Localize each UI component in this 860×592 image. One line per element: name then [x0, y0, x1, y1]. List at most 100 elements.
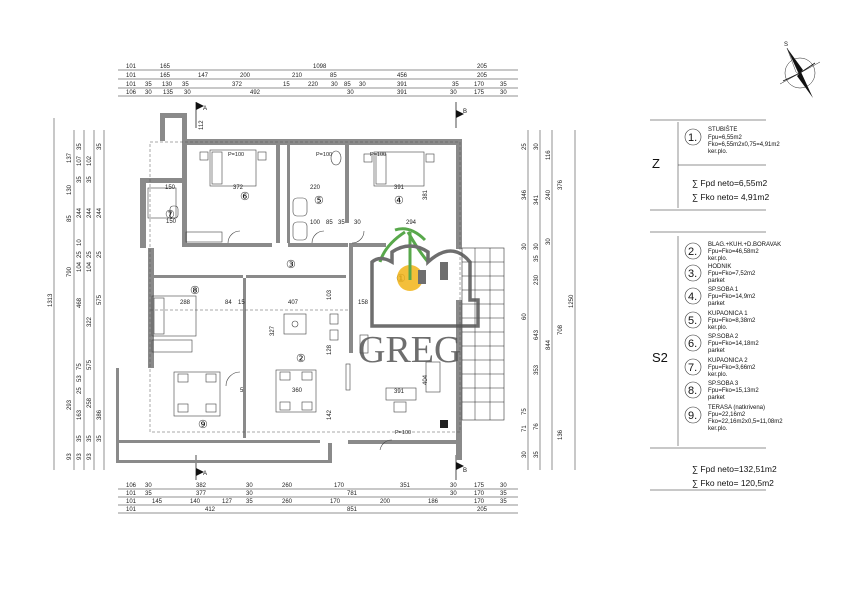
plan-dim: P=100 [395, 430, 411, 436]
left-dim: 468 [77, 297, 83, 308]
left-dim: 25 [97, 251, 103, 258]
top-dim: 492 [250, 90, 261, 96]
bed-icon [151, 295, 197, 337]
plan-dim: 288 [180, 300, 191, 306]
legend-line: parket [708, 348, 725, 354]
bottom-dim: 170 [474, 491, 485, 497]
sink-icon [292, 197, 308, 217]
legend-line: Fpu=Fko=46,58m2 [708, 249, 759, 255]
legend-num: 2. [688, 246, 697, 258]
legend-line: Fpu=Fko=7,52m2 [708, 271, 756, 277]
legend-badge [684, 242, 702, 260]
room-label-3: ③ [286, 259, 296, 271]
right-dim: 76 [534, 423, 540, 430]
left-dim: 575 [87, 359, 93, 370]
legend-badge [684, 358, 702, 376]
right-dim: 35 [534, 451, 540, 458]
plan-dim: 5 [240, 388, 244, 394]
bottom-dim: 260 [282, 483, 293, 489]
left-dim: 25 [77, 387, 83, 394]
legend-badge [684, 381, 702, 399]
legend-line: Fpu=Fko=15,13m2 [708, 388, 759, 394]
shower-icon [147, 187, 177, 219]
right-dimensions: 1250 116 240 376 30 230 708 844 136 30 3… [522, 130, 576, 470]
legend-num: 5. [688, 315, 697, 327]
legend-line: Fpu=Fko=3,66m2 [708, 365, 756, 371]
right-dim: 116 [546, 150, 552, 160]
bottom-dim: 140 [190, 499, 201, 505]
top-dim: 85 [330, 73, 337, 79]
top-dim: 130 [162, 82, 173, 88]
right-dim: 844 [546, 339, 552, 350]
zone-label-s2: S2 [652, 350, 668, 365]
right-dim: 1250 [569, 294, 575, 308]
right-dim: 30 [534, 243, 540, 250]
bottom-dim: 35 [145, 491, 152, 497]
plan-dim: 85 [326, 220, 333, 226]
plan-dim: 150 [165, 185, 176, 191]
plan-dim: 30 [354, 220, 361, 226]
top-dim: 30 [347, 90, 354, 96]
right-dim: 30 [546, 238, 552, 245]
terrace-table-icon [173, 371, 221, 417]
bottom-dim: 35 [500, 499, 507, 505]
staircase [461, 247, 505, 421]
legend-title: KUPAONICA 2 [708, 358, 748, 364]
plan-dim: 103 [327, 289, 333, 300]
section-markers: A A B B [195, 102, 467, 480]
legend-title: SP.SOBA 1 [708, 287, 739, 293]
legend-title: BLAG.+KUH.+D.BORAVAK [708, 242, 781, 248]
plan-dim: P=100 [316, 152, 332, 158]
legend-line: Fpu=6,55m2 [708, 135, 743, 141]
plan-dim: 128 [327, 344, 333, 355]
room-label-6: ⑥ [240, 191, 250, 203]
section-mark-a-bottom: A [203, 471, 207, 477]
sum-z-neto: ∑ Fpd neto=6,55m2 [692, 178, 768, 188]
top-dim: 372 [232, 82, 243, 88]
legend-line: parket [708, 278, 725, 284]
left-dim: 25 [87, 251, 93, 258]
legend-title: SP.SOBA 2 [708, 334, 739, 340]
legend-num: 1. [688, 132, 697, 144]
room-labels: ⑥ ⑤ ④ ⑦ ③ ⑧ ⑨ ① ② [165, 191, 406, 431]
top-dim: 15 [283, 82, 290, 88]
zone-label-z: Z [652, 156, 660, 171]
right-dim: 353 [534, 364, 540, 375]
legend-badge [684, 334, 702, 352]
top-dim: 35 [500, 82, 507, 88]
left-dim: 790 [67, 266, 73, 277]
top-dim: 220 [308, 82, 319, 88]
right-dim: 71 [522, 425, 528, 432]
room-label-5: ⑤ [314, 195, 324, 207]
left-dim: 137 [67, 152, 73, 163]
top-dim: 456 [397, 73, 408, 79]
plan-dim: 391 [394, 185, 405, 191]
bottom-dim: 260 [282, 499, 293, 505]
bottom-dim: 30 [500, 483, 507, 489]
left-dim: 1313 [48, 293, 54, 307]
plan-dim: 404 [423, 374, 429, 385]
plan-dim: 142 [327, 409, 333, 420]
top-dim: 391 [397, 90, 408, 96]
legend-line: ker.plo. [708, 256, 728, 262]
bottom-dim: 145 [152, 499, 163, 505]
legend-num: 9. [688, 410, 697, 422]
left-dim: 104 [87, 261, 93, 272]
left-dim: 35 [87, 176, 93, 183]
legend-title: SP.SOBA 3 [708, 381, 739, 387]
bottom-dim: 851 [347, 507, 358, 513]
top-dim: 135 [163, 90, 174, 96]
room-label-8: ⑧ [190, 285, 200, 297]
legend-line: Fko=22,16m2x0,5=11,08m2 [708, 419, 783, 425]
top-dim: 175 [474, 90, 485, 96]
bottom-dim: 101 [126, 499, 137, 505]
top-dim: 35 [145, 82, 152, 88]
bottom-dim: 175 [474, 483, 485, 489]
legend-line: Fko=6,55m2x0,75=4,91m2 [708, 142, 780, 148]
sum-s2-ko: ∑ Fko neto= 120,5m2 [692, 478, 774, 488]
bottom-dim: 30 [450, 491, 457, 497]
plan-dim: 158 [358, 300, 369, 306]
legend-badge [684, 128, 702, 146]
plan-dim: 381 [423, 189, 429, 200]
